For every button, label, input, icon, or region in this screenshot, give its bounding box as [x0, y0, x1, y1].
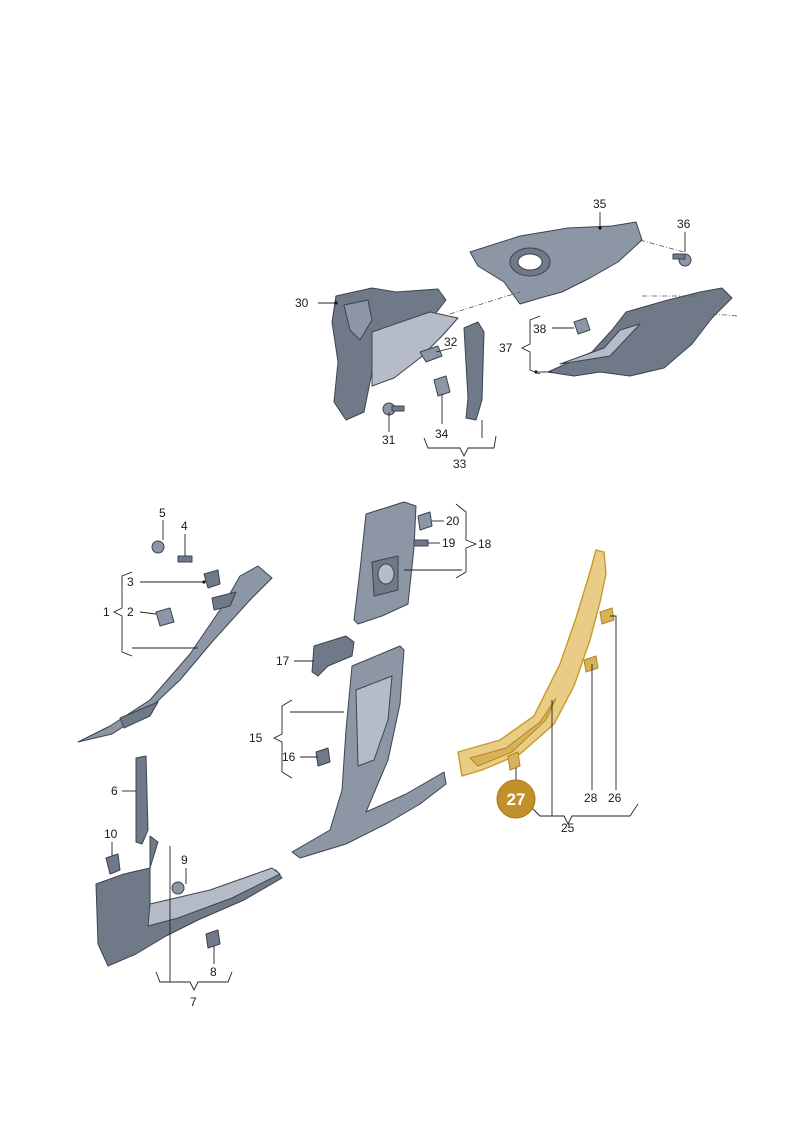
part-18-b-pillar-upper[interactable]: [353, 501, 417, 625]
callout-8[interactable]: 8: [210, 965, 217, 979]
callout-38[interactable]: 38: [533, 322, 547, 336]
part-38-clip[interactable]: [573, 317, 591, 335]
part-30-bracket[interactable]: [331, 287, 459, 421]
part-8-clip[interactable]: [205, 929, 221, 949]
callout-33[interactable]: 33: [453, 457, 467, 471]
part-27-clip[interactable]: [507, 751, 521, 771]
part-35-cover[interactable]: [469, 221, 643, 305]
callout-6[interactable]: 6: [111, 784, 118, 798]
part-16-clip[interactable]: [315, 747, 331, 767]
part-32-clip[interactable]: [419, 345, 443, 363]
part-33-strip[interactable]: [463, 321, 485, 421]
part-3-clip[interactable]: [203, 569, 221, 589]
callout-26[interactable]: 26: [608, 791, 622, 805]
part-2-clip[interactable]: [155, 607, 175, 627]
part-1-a-pillar[interactable]: [77, 565, 273, 743]
part-10-clip[interactable]: [105, 853, 121, 875]
callout-35[interactable]: 35: [593, 197, 607, 211]
callout-16[interactable]: 16: [282, 750, 296, 764]
callout-37[interactable]: 37: [499, 341, 513, 355]
callout-15[interactable]: 15: [249, 731, 263, 745]
callout-18[interactable]: 18: [478, 537, 492, 551]
callout-36[interactable]: 36: [677, 217, 691, 231]
callout-20[interactable]: 20: [446, 514, 460, 528]
part-36-screw[interactable]: [672, 253, 692, 267]
part-34-clip[interactable]: [433, 375, 451, 397]
callout-9[interactable]: 9: [181, 853, 188, 867]
part-28-clip[interactable]: [583, 655, 599, 673]
callout-7[interactable]: 7: [190, 995, 197, 1009]
callout-4[interactable]: 4: [181, 519, 188, 533]
callout-34[interactable]: 34: [435, 427, 449, 441]
callout-10[interactable]: 10: [104, 827, 118, 841]
callout-28[interactable]: 28: [584, 791, 598, 805]
callout-19[interactable]: 19: [442, 536, 456, 550]
callout-30[interactable]: 30: [295, 296, 309, 310]
part-37-trim[interactable]: [547, 287, 733, 377]
callout-5[interactable]: 5: [159, 506, 166, 520]
part-26-clip[interactable]: [599, 607, 615, 625]
part-6-strip[interactable]: [135, 755, 149, 845]
part-5-screw[interactable]: [151, 540, 165, 554]
callout-1[interactable]: 1: [103, 605, 110, 619]
part-4-screw[interactable]: [177, 555, 193, 563]
callout-3[interactable]: 3: [127, 575, 134, 589]
callout-32[interactable]: 32: [444, 335, 458, 349]
callout-27-label: 27: [507, 790, 526, 809]
part-15-b-pillar-lower[interactable]: [291, 645, 447, 859]
part-9-screw[interactable]: [171, 881, 185, 895]
callout-27-badge[interactable]: 27: [496, 779, 536, 819]
callout-2[interactable]: 2: [127, 605, 134, 619]
part-25-highlighted-trim[interactable]: [457, 549, 607, 777]
callout-25[interactable]: 25: [561, 821, 575, 835]
part-19-clip[interactable]: [413, 539, 429, 547]
callout-17[interactable]: 17: [276, 654, 290, 668]
part-7-sill[interactable]: [95, 835, 283, 967]
part-20-clip[interactable]: [417, 511, 433, 531]
callout-31[interactable]: 31: [382, 433, 396, 447]
leader-lines: [111, 212, 686, 992]
part-17-bracket[interactable]: [311, 635, 355, 677]
callout-labels: 30 32 31 34 33 35 36 38 37 5 4 3 1 2 6 1…: [103, 197, 691, 1009]
part-31-screw[interactable]: [382, 402, 405, 416]
